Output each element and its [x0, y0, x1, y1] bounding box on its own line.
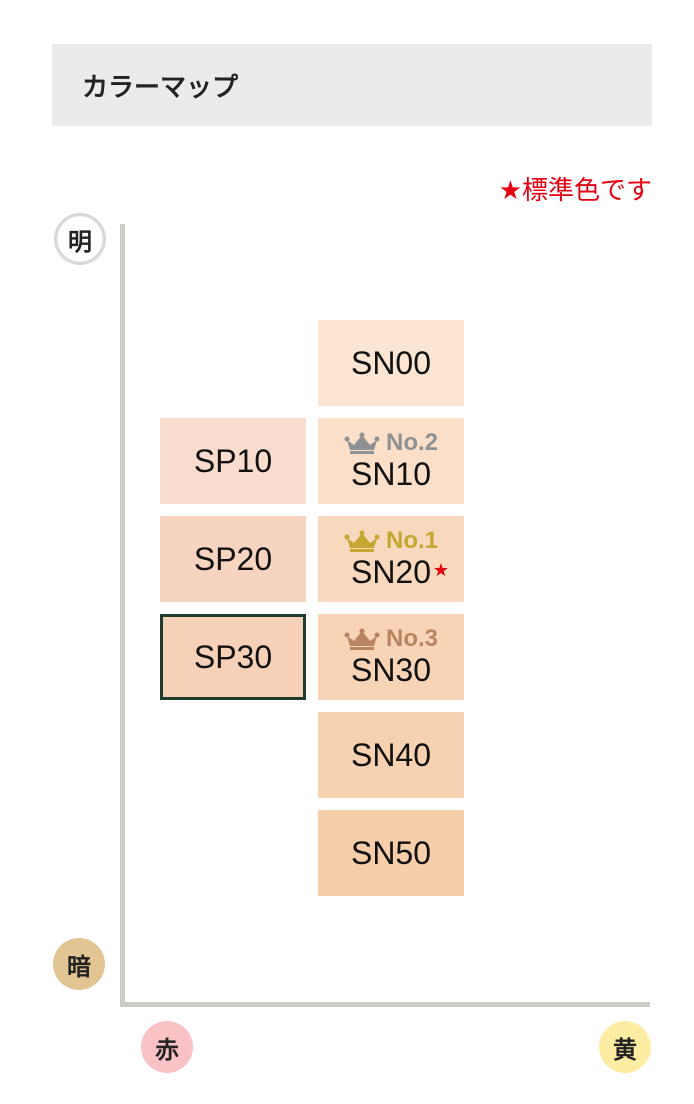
swatch-label: SN20 — [350, 554, 432, 590]
swatch-sn40[interactable]: SN40 — [318, 712, 464, 798]
swatch-sn00[interactable]: SN00 — [318, 320, 464, 406]
swatch-sp30[interactable]: SP30 — [160, 614, 306, 700]
swatch-label: SN40 — [350, 737, 432, 773]
crown-icon — [344, 530, 380, 552]
horizontal-axis — [120, 1002, 650, 1007]
swatch-label: SP10 — [193, 443, 273, 479]
swatch-label: SN30 — [350, 652, 432, 688]
dark-axis-badge: 暗 — [53, 938, 105, 990]
rank-label: No.2 — [385, 429, 438, 456]
rank-label: No.1 — [385, 527, 438, 554]
rank-badge: No.1 — [344, 529, 438, 553]
vertical-axis — [120, 224, 125, 1007]
crown-icon — [344, 628, 380, 650]
swatch-label: SN00 — [350, 345, 432, 381]
red-axis-badge: 赤 — [141, 1021, 193, 1073]
rank-badge: No.3 — [344, 627, 438, 651]
swatch-sn30[interactable]: No.3 SN30 — [318, 614, 464, 700]
rank-label: No.3 — [385, 625, 438, 652]
swatch-label: SN10 — [350, 456, 432, 492]
yellow-axis-badge: 黄 — [599, 1021, 651, 1073]
swatch-sp20[interactable]: SP20 — [160, 516, 306, 602]
swatch-label-wrap: SN20★ — [350, 554, 449, 590]
section-header: カラーマップ — [52, 44, 652, 126]
bright-axis-badge: 明 — [54, 213, 106, 265]
swatch-sn10[interactable]: No.2 SN10 — [318, 418, 464, 504]
standard-star-icon: ★ — [432, 560, 450, 580]
swatch-label: SN50 — [350, 835, 432, 871]
rank-badge: No.2 — [344, 431, 438, 455]
crown-icon — [344, 432, 380, 454]
swatch-sn20[interactable]: No.1 SN20★ — [318, 516, 464, 602]
swatch-label: SP20 — [193, 541, 273, 577]
swatch-sn50[interactable]: SN50 — [318, 810, 464, 896]
standard-color-note: ★標準色です — [498, 176, 652, 206]
swatch-sp10[interactable]: SP10 — [160, 418, 306, 504]
section-title: カラーマップ — [82, 72, 239, 103]
swatch-label: SP30 — [193, 639, 273, 675]
